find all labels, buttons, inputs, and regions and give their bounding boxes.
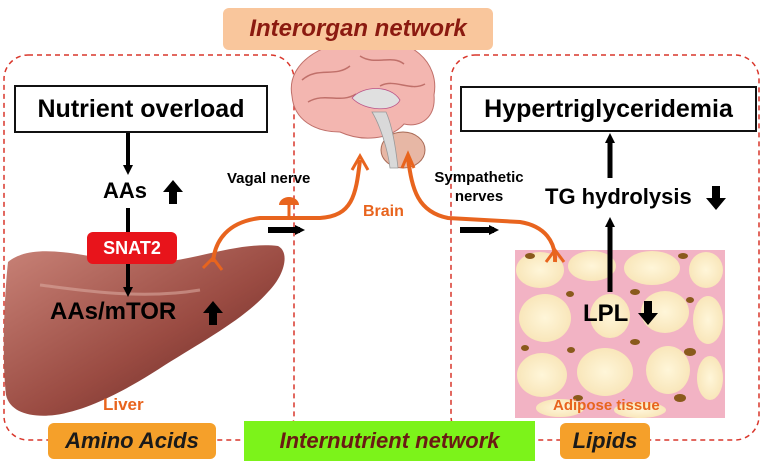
adipose-tissue-illustration bbox=[515, 250, 725, 418]
up-arrow-icon bbox=[203, 301, 223, 325]
down-arrow-icon bbox=[638, 301, 658, 325]
down-arrow-icon bbox=[706, 186, 726, 210]
adipose-nerve-terminal bbox=[544, 247, 566, 263]
nutrient-overload-box: Nutrient overload bbox=[14, 85, 268, 133]
liver-illustration bbox=[3, 245, 285, 416]
adipose-tissue-label: Adipose tissue bbox=[553, 397, 660, 414]
snat2-badge: SNAT2 bbox=[87, 232, 177, 264]
sympathetic-nerves-label: Sympathetic nerves bbox=[431, 168, 527, 206]
aas-label: AAs bbox=[103, 178, 148, 203]
brain-illustration bbox=[290, 39, 436, 169]
internutrient-network-banner: Internutrient network bbox=[244, 421, 535, 461]
amino-acids-tag: Amino Acids bbox=[48, 423, 216, 459]
vagal-nerve-label: Vagal nerve bbox=[227, 170, 311, 187]
lipids-tag: Lipids bbox=[560, 423, 650, 459]
sympathetic-line-2: nerves bbox=[454, 188, 504, 205]
sympathetic-nerve-path bbox=[406, 157, 558, 263]
aas-mtor-label: AAs/mTOR bbox=[50, 298, 177, 325]
brain-label: Brain bbox=[363, 203, 404, 220]
liver-label: Liver bbox=[103, 395, 144, 414]
interorgan-network-title: Interorgan network bbox=[223, 8, 493, 50]
tg-hydrolysis-label: TG hydrolysis bbox=[545, 184, 692, 209]
lpl-label: LPL bbox=[583, 300, 629, 327]
sympathetic-line-1: Sympathetic bbox=[434, 169, 524, 186]
vagal-nerve-path bbox=[211, 159, 362, 263]
vagal-nerve-terminal bbox=[350, 152, 370, 171]
hypertriglyceridemia-box: Hypertriglyceridemia bbox=[460, 86, 757, 132]
up-arrow-icon bbox=[163, 180, 183, 204]
vagal-synapse-knob bbox=[279, 197, 299, 205]
sympathetic-nerve-origin bbox=[400, 150, 416, 169]
liver-nerve-terminal bbox=[201, 255, 224, 271]
